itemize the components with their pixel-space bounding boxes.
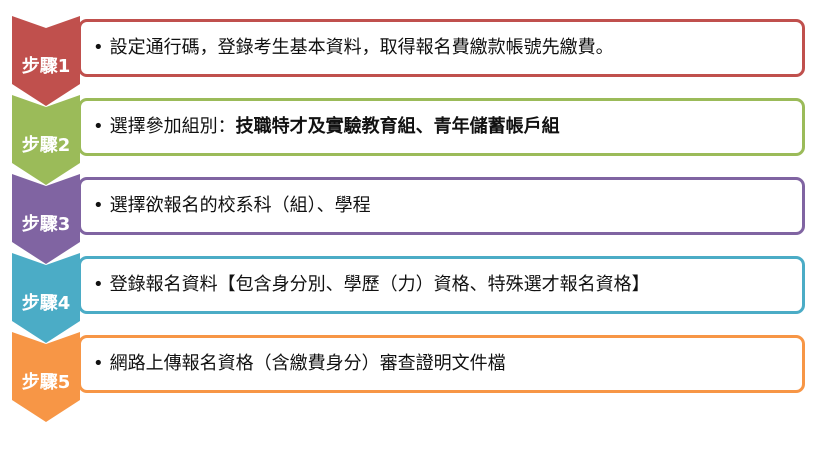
step-4-text: 登錄報名資料【包含身分別、學歷（力）資格、特殊選才報名資格】 — [109, 274, 650, 295]
bullet-icon: • — [93, 116, 104, 137]
step-3-chevron — [12, 174, 80, 264]
bullet-icon: • — [93, 353, 104, 374]
bullet-icon: • — [93, 274, 104, 295]
step-5: 步驟5 •網路上傳報名資格（含繳費身分）審查證明文件檔 — [0, 332, 821, 422]
step-5-text: 網路上傳報名資格（含繳費身分）審查證明文件檔 — [109, 353, 506, 374]
step-1-text: 設定通行碼，登錄考生基本資料，取得報名費繳款帳號先繳費。 — [109, 37, 614, 58]
step-2-text: 選擇參加組別： — [109, 116, 236, 137]
step-2-chevron — [12, 95, 80, 185]
step-2-text-line: •選擇參加組別：技職特才及實驗教育組、青年儲蓄帳戶組 — [93, 116, 560, 138]
step-3: 步驟3 •選擇欲報名的校系科（組）、學程 — [0, 174, 821, 264]
step-4-chevron — [12, 253, 80, 343]
step-4-label: 步驟4 — [21, 293, 71, 314]
step-2-bold-text: 技職特才及實驗教育組、青年儲蓄帳戶組 — [235, 116, 560, 137]
step-2-box: •選擇參加組別：技職特才及實驗教育組、青年儲蓄帳戶組 — [78, 98, 805, 156]
step-3-label: 步驟3 — [21, 214, 71, 235]
step-5-text-line: •網路上傳報名資格（含繳費身分）審查證明文件檔 — [93, 353, 506, 375]
step-3-box: •選擇欲報名的校系科（組）、學程 — [78, 177, 805, 235]
step-4-box: •登錄報名資料【包含身分別、學歷（力）資格、特殊選才報名資格】 — [78, 256, 805, 314]
step-4-text-line: •登錄報名資料【包含身分別、學歷（力）資格、特殊選才報名資格】 — [93, 274, 650, 296]
step-1-label: 步驟1 — [21, 56, 71, 77]
step-1-chevron — [12, 16, 80, 106]
step-1-text-line: •設定通行碼，登錄考生基本資料，取得報名費繳款帳號先繳費。 — [93, 37, 614, 59]
step-5-label: 步驟5 — [21, 372, 71, 393]
step-2-label: 步驟2 — [21, 135, 71, 156]
step-4: 步驟4 •登錄報名資料【包含身分別、學歷（力）資格、特殊選才報名資格】 — [0, 253, 821, 343]
step-5-chevron — [12, 332, 80, 422]
bullet-icon: • — [93, 37, 104, 58]
bullet-icon: • — [93, 195, 104, 216]
step-3-text-line: •選擇欲報名的校系科（組）、學程 — [93, 195, 371, 217]
step-3-text: 選擇欲報名的校系科（組）、學程 — [109, 195, 371, 216]
step-1: 步驟1 •設定通行碼，登錄考生基本資料，取得報名費繳款帳號先繳費。 — [0, 16, 821, 106]
step-2: 步驟2 •選擇參加組別：技職特才及實驗教育組、青年儲蓄帳戶組 — [0, 95, 821, 185]
step-1-box: •設定通行碼，登錄考生基本資料，取得報名費繳款帳號先繳費。 — [78, 19, 805, 77]
step-5-box: •網路上傳報名資格（含繳費身分）審查證明文件檔 — [78, 335, 805, 393]
